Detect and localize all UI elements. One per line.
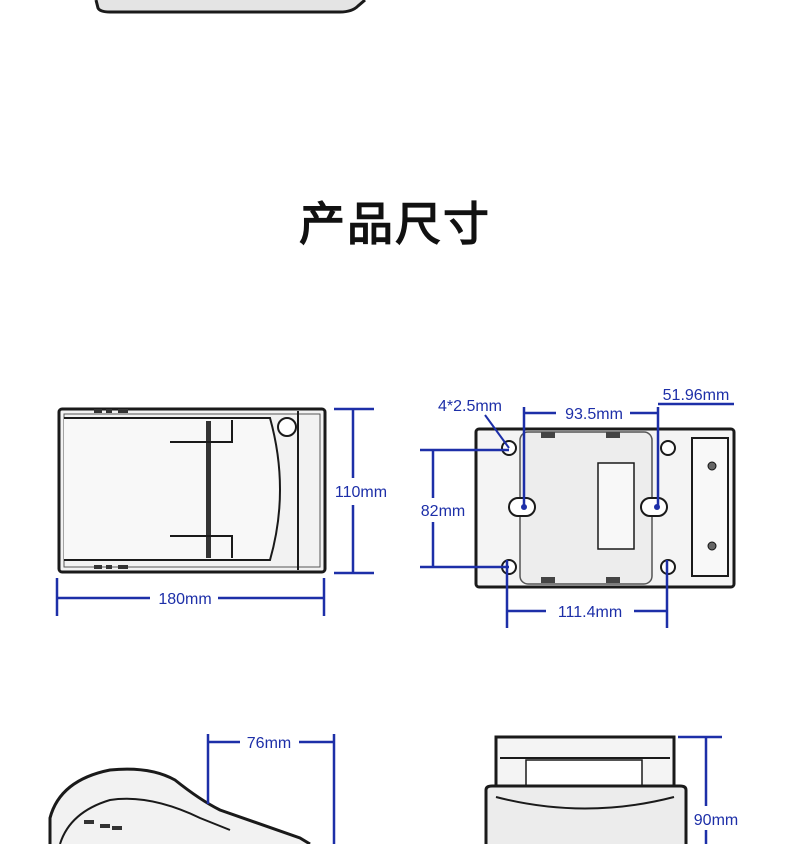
depth-dimension bbox=[334, 407, 374, 575]
depth-label: 110mm bbox=[335, 484, 387, 501]
edge-offset-label: 51.96mm bbox=[663, 387, 730, 404]
side-depth-label: 76mm bbox=[247, 735, 291, 752]
front-height-dimension bbox=[678, 735, 722, 844]
hole-leader bbox=[484, 414, 510, 449]
width-label: 180mm bbox=[158, 591, 211, 608]
printer-top-view bbox=[57, 407, 327, 574]
vertical-spacing-dimension bbox=[420, 448, 509, 569]
horizontal-spacing-dimension bbox=[505, 560, 669, 628]
section-title: 产品尺寸 bbox=[299, 197, 491, 251]
horizontal-spacing-label: 111.4mm bbox=[558, 604, 622, 621]
hole-label: 4*2.5mm bbox=[438, 398, 502, 415]
printer-front-view bbox=[484, 735, 688, 844]
width-dimension bbox=[55, 578, 326, 616]
side-depth-dimension bbox=[206, 734, 336, 844]
front-height-label: 90mm bbox=[694, 812, 738, 829]
printer-side-view bbox=[48, 767, 311, 844]
previous-image-remnant bbox=[94, 0, 366, 14]
printer-bottom-view bbox=[474, 427, 736, 589]
hole-spacing-label: 93.5mm bbox=[565, 406, 623, 423]
vertical-spacing-label: 82mm bbox=[421, 503, 465, 520]
hole-spacing-dimension bbox=[522, 407, 660, 507]
